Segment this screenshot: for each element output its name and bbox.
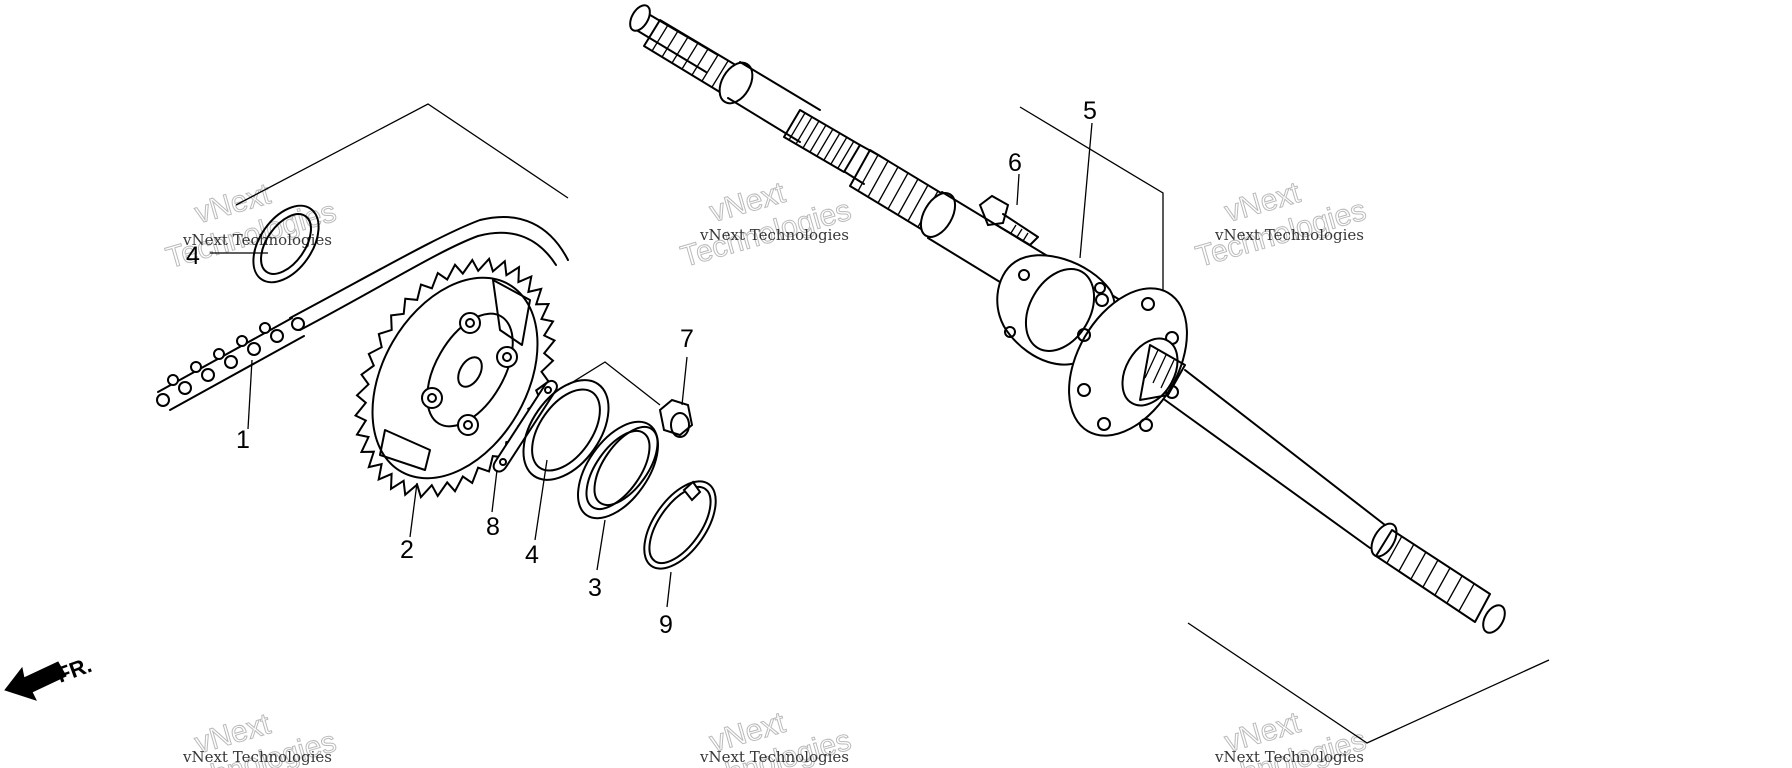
callout-4-upper: 4 (186, 242, 200, 270)
lock-plate (492, 379, 558, 473)
dust-seal-upper (252, 204, 320, 284)
callout-3: 3 (588, 574, 602, 602)
dust-seal-lower (522, 379, 610, 481)
bracket-nut-group (567, 361, 661, 406)
callout-6: 6 (1008, 149, 1022, 177)
rear-axle (629, 4, 1506, 634)
watermark-text-3: vNext Technologies (1214, 226, 1364, 244)
callout-5: 5 (1083, 97, 1097, 125)
bracket-hub-group (1019, 106, 1164, 295)
front-direction-indicator: FR. (4, 652, 95, 701)
bracket-chain-group (235, 103, 569, 206)
leader-lines (210, 122, 1093, 608)
rear-sprocket (353, 256, 557, 500)
callout-labels: 1 2 3 4 4 5 6 7 8 9 (186, 97, 1097, 639)
flange-nut (658, 398, 694, 438)
bearing-holder (577, 420, 659, 520)
watermark-text-6: vNext Technologies (1214, 748, 1364, 766)
watermark-layer: vNext Technologies vNext Technologies vN… (162, 175, 1370, 768)
callout-1: 1 (236, 426, 250, 454)
callout-2: 2 (400, 536, 414, 564)
watermark-text-2: vNext Technologies (699, 226, 849, 244)
callout-4-lower: 4 (525, 541, 539, 569)
front-arrow-icon (4, 661, 67, 701)
bracket-axle-end (1187, 622, 1550, 744)
callout-8: 8 (486, 513, 500, 541)
group-brackets (235, 103, 1550, 744)
drive-chain (156, 215, 569, 411)
flange-bolt (978, 194, 1039, 246)
watermark-text-5: vNext Technologies (699, 748, 849, 766)
watermark-text-1: vNext Technologies (182, 231, 332, 249)
callout-9: 9 (659, 611, 673, 639)
front-label: FR. (53, 652, 95, 688)
callout-7: 7 (680, 325, 694, 353)
watermark-text-4: vNext Technologies (182, 748, 332, 766)
circlip (643, 480, 717, 570)
